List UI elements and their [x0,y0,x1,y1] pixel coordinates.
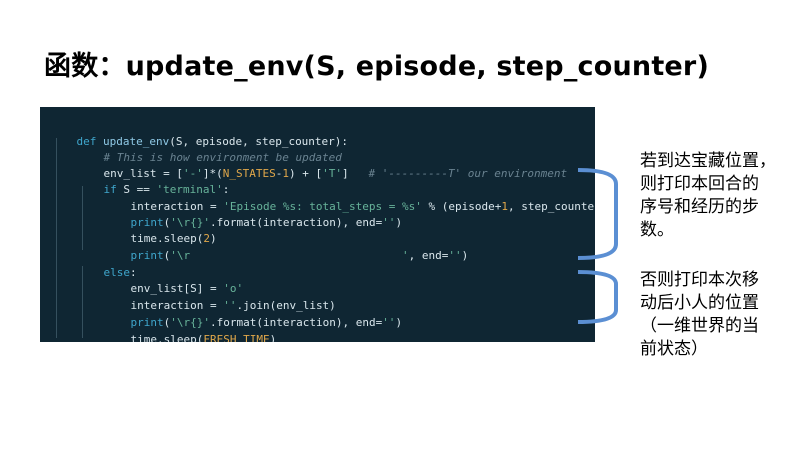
code-line-5: interaction = 'Episode %s: total_steps =… [130,200,596,213]
code-line-11: interaction = ''.join(env_list) [130,299,336,312]
indent-guide [82,186,83,250]
code-line-2: # This is how environment be updated [103,151,342,164]
code-line-3: env_list = ['-']*(N_STATES-1) + ['T'] # … [103,167,568,180]
annotation-move: 否则打印本次移 动后小人的位置 （一维世界的当 前状态） [640,270,759,359]
code-line-9: else: [103,266,137,279]
annotation-terminal: 若到达宝藏位置， 则打印本回合的 序号和经历的步 数。 [640,151,776,240]
code-line-13: time.sleep(FRESH_TIME) [130,333,277,342]
code-line-6: print('\r{}'.format(interaction), end=''… [130,216,403,229]
code-line-4: if S == 'terminal': [103,183,230,196]
indent-guide [82,266,83,338]
bracket-else-branch [577,270,618,324]
code-line-8: print('\r ', end='') [130,249,469,262]
slide-title: 函数：update_env(S, episode, step_counter) [44,51,709,82]
indent-guide [56,138,57,338]
code-editor-panel: def update_env(S, episode, step_counter)… [40,107,595,342]
code-line-12: print('\r{}'.format(interaction), end=''… [130,316,403,329]
bracket-terminal-branch [577,168,618,260]
code-line-1: def update_env(S, episode, step_counter)… [76,135,349,148]
code-line-10: env_list[S] = 'o' [130,282,244,295]
code-line-7: time.sleep(2) [130,232,217,245]
